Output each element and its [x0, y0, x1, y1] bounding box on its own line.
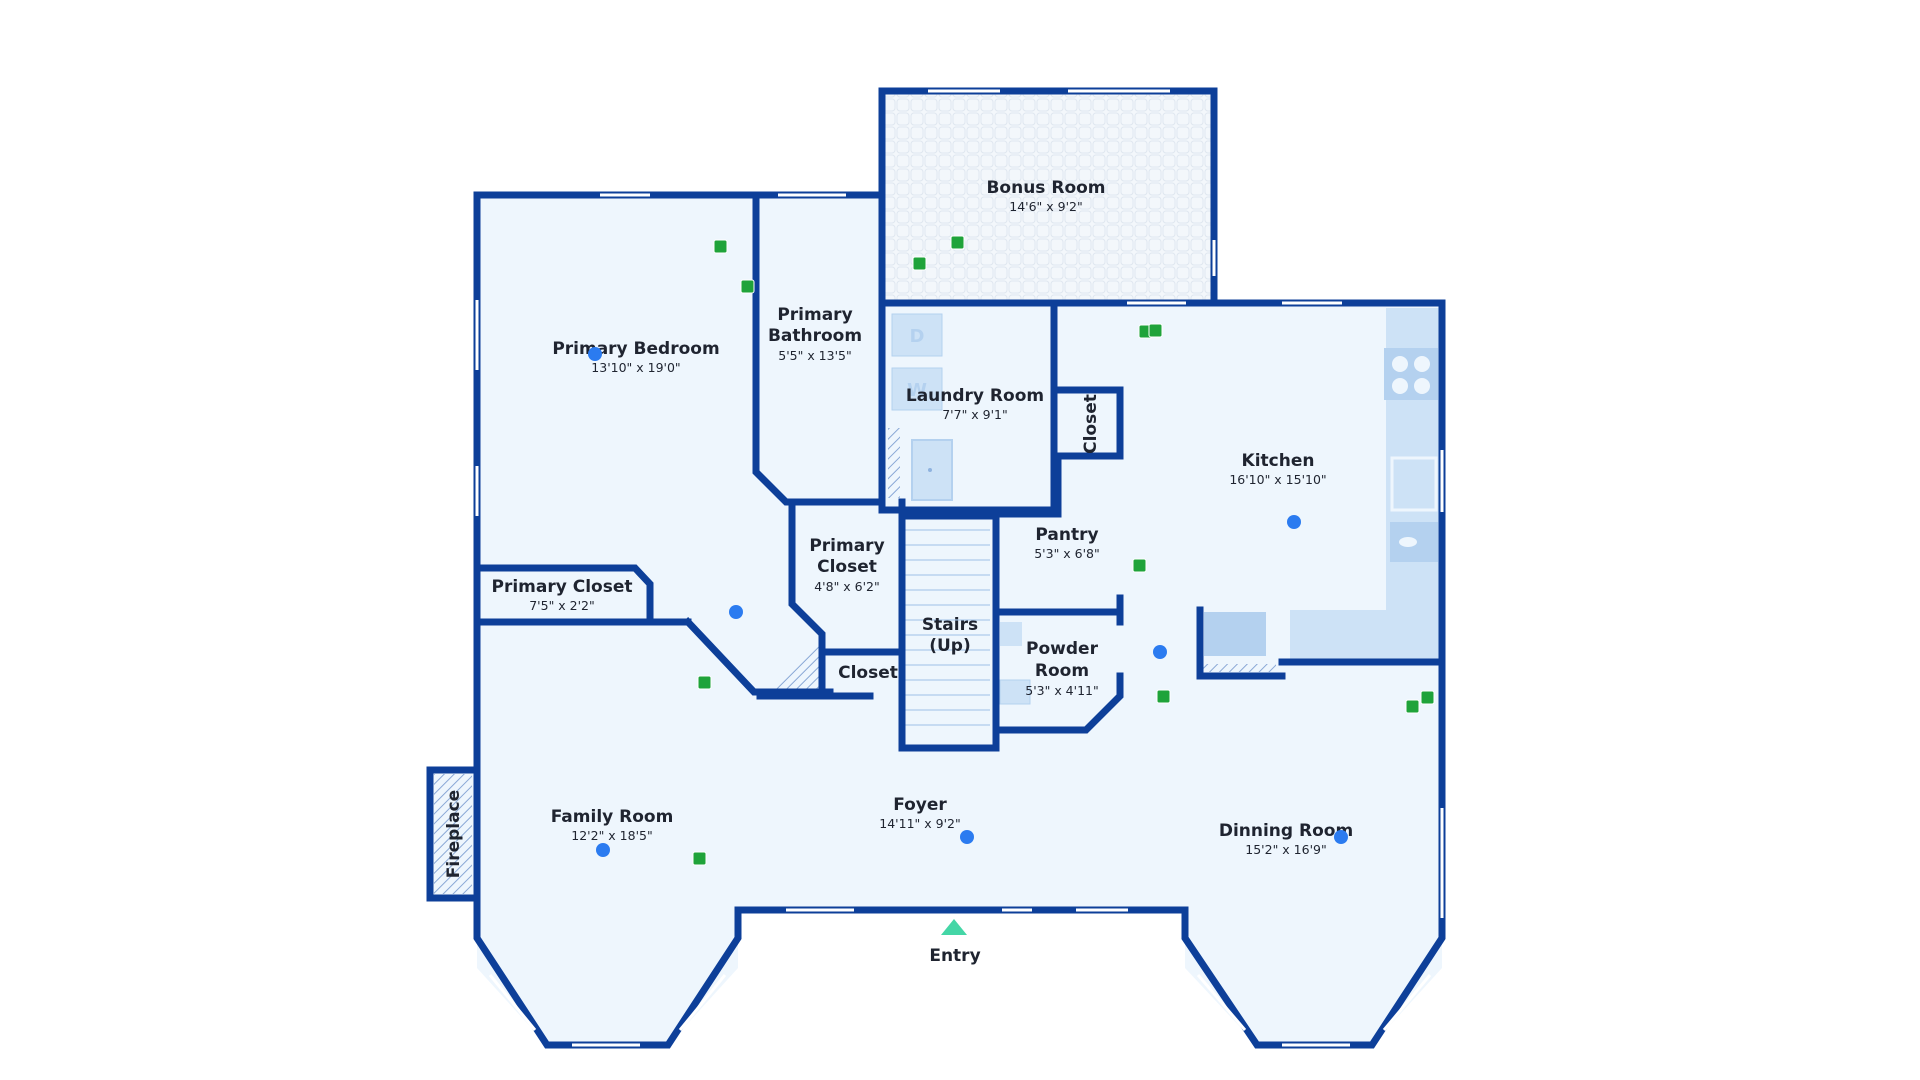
camera-markers[interactable] — [692, 235, 1435, 866]
powder-room-name-1: Powder — [1026, 639, 1099, 659]
room-labels: Bonus Room 14'6" x 9'2" Primary Bedroom … — [444, 178, 1353, 878]
primary-bedroom-name: Primary Bedroom — [552, 339, 719, 359]
primary-closet-small-name: Primary Closet — [492, 577, 633, 597]
stairs-name-2: (Up) — [929, 636, 971, 656]
windows — [475, 89, 1444, 1047]
primary-closet-wall — [756, 498, 826, 700]
camera-marker-icon[interactable] — [697, 675, 712, 690]
kitchen-name: Kitchen — [1242, 451, 1315, 471]
primary-bedroom-dim: 13'10" x 19'0" — [591, 360, 680, 375]
burner-icon — [1414, 378, 1430, 394]
kitchen-counter-bottom — [1290, 610, 1440, 662]
laundry-hatch — [888, 428, 900, 498]
camera-marker-icon[interactable] — [713, 239, 728, 254]
burner-icon — [1414, 356, 1430, 372]
walls — [426, 87, 1446, 1049]
foyer-name: Foyer — [893, 795, 947, 815]
camera-marker-icon[interactable] — [950, 235, 965, 250]
primary-closet-small-wall — [473, 564, 654, 626]
photo-marker-icon[interactable] — [1153, 645, 1167, 659]
stairs-name-1: Stairs — [922, 615, 978, 635]
photo-marker-icon[interactable] — [960, 830, 974, 844]
kitchen-sink-icon — [1390, 456, 1438, 512]
primary-closet-name-1: Primary — [809, 536, 884, 556]
dining-room-dim: 15'2" x 16'9" — [1245, 842, 1326, 857]
fireplace-name: Fireplace — [444, 790, 464, 878]
dining-room-name: Dinning Room — [1219, 821, 1353, 841]
bonus-room-name: Bonus Room — [986, 178, 1105, 198]
burner-icon — [1392, 356, 1408, 372]
camera-marker-icon[interactable] — [1148, 323, 1163, 338]
camera-marker-icon[interactable] — [692, 851, 707, 866]
island-wall — [1196, 606, 1286, 680]
entry-label: Entry — [929, 946, 980, 966]
hall-closet-wall — [1054, 386, 1124, 460]
bath-wall — [752, 191, 886, 506]
photo-markers[interactable] — [588, 347, 1348, 857]
faucet-icon — [1399, 537, 1417, 547]
pantry-dim: 5'3" x 6'8" — [1034, 546, 1100, 561]
toilet-icon — [1000, 622, 1022, 646]
camera-marker-icon[interactable] — [1156, 689, 1171, 704]
vanity-icon — [999, 679, 1031, 705]
primary-bathroom-dim: 5'5" x 13'5" — [778, 348, 851, 363]
photo-marker-icon[interactable] — [588, 347, 602, 361]
fireplace-hatch — [434, 774, 472, 894]
photo-marker-icon[interactable] — [1334, 830, 1348, 844]
foyer-dim: 14'11" x 9'2" — [879, 816, 960, 831]
family-room-name: Family Room — [551, 807, 674, 827]
bonus-room-dim: 14'6" x 9'2" — [1009, 199, 1082, 214]
camera-marker-icon[interactable] — [1405, 699, 1420, 714]
powder-room-name-2: Room — [1035, 661, 1089, 681]
dryer-icon — [891, 313, 943, 357]
primary-closet-dim: 4'8" x 6'2" — [814, 579, 880, 594]
primary-bathroom-name-1: Primary — [777, 305, 852, 325]
kitchen-dim: 16'10" x 15'10" — [1229, 472, 1326, 487]
fixtures: D W — [434, 308, 1440, 894]
stairs-wall — [898, 512, 1000, 752]
stair-treads — [904, 529, 990, 726]
closet-diagonal-wall — [683, 617, 834, 696]
laundry-room-name: Laundry Room — [906, 386, 1044, 406]
powder-wall — [992, 672, 1124, 734]
closet-small-name: Closet — [838, 663, 898, 683]
photo-marker-icon[interactable] — [1287, 515, 1301, 529]
photo-marker-icon[interactable] — [596, 843, 610, 857]
photo-marker-icon[interactable] — [729, 605, 743, 619]
camera-marker-icon[interactable] — [912, 256, 927, 271]
fireplace-wall — [426, 766, 481, 902]
bonus-room-tiles — [884, 93, 1212, 301]
primary-bathroom-name-2: Bathroom — [768, 326, 862, 346]
powder-room-dim: 5'3" x 4'11" — [1025, 683, 1098, 698]
laundry-room-dim: 7'7" x 9'1" — [942, 407, 1008, 422]
stairs-icon — [904, 516, 990, 742]
camera-marker-icon[interactable] — [1420, 690, 1435, 705]
pantry-wall — [992, 452, 1062, 518]
closet-hatch — [770, 642, 820, 690]
washer-icon — [891, 367, 943, 411]
primary-closet-name-2: Closet — [817, 557, 877, 577]
dryer-label: D — [910, 326, 925, 347]
laundry-wall — [878, 299, 1058, 514]
entry-marker-icon[interactable] — [941, 919, 967, 935]
kitchen-island-icon — [1204, 612, 1266, 656]
cooktop-icon — [1384, 348, 1438, 400]
island-hatch — [1200, 664, 1276, 672]
primary-closet-small-dim: 7'5" x 2'2" — [529, 598, 595, 613]
hall-closet-name: Closet — [1081, 394, 1101, 454]
camera-marker-icon[interactable] — [1132, 558, 1147, 573]
laundry-sink-drain-icon — [928, 468, 932, 472]
washer-label: W — [907, 380, 927, 401]
camera-marker-icon[interactable] — [740, 279, 755, 294]
family-room-dim: 12'2" x 18'5" — [571, 828, 652, 843]
pantry-name: Pantry — [1035, 525, 1098, 545]
burner-icon — [1392, 378, 1408, 394]
